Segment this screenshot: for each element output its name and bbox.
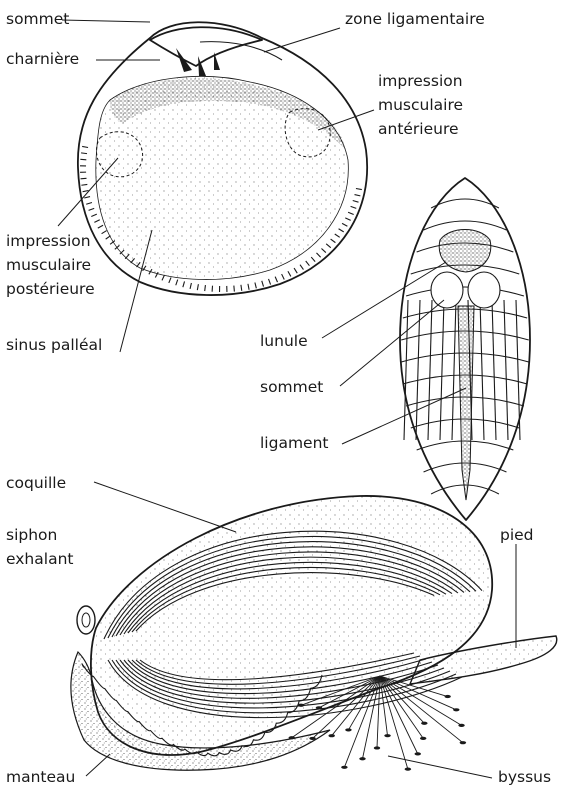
byssus-plaque xyxy=(359,757,365,760)
label-coquille: coquille xyxy=(6,474,66,492)
label-pied: pied xyxy=(500,526,534,544)
byssus-plaque xyxy=(316,706,322,709)
label-sommet-top: sommet xyxy=(6,10,69,28)
byssus-plaque xyxy=(298,704,304,707)
valve-interior-view xyxy=(78,22,367,295)
mussel-side-view xyxy=(71,496,557,771)
rim-tick xyxy=(234,286,235,292)
umbo-right xyxy=(468,272,500,308)
rim-tick xyxy=(205,285,206,291)
byssus-plaque xyxy=(341,766,347,769)
label-manteau: manteau xyxy=(6,768,75,786)
label-lunule: lunule xyxy=(260,332,308,350)
leader-sommet-top xyxy=(62,20,150,22)
leader-byssus xyxy=(388,756,492,778)
label-byssus: byssus xyxy=(498,768,551,786)
label-imp-posterieure-2: musculaire xyxy=(6,256,91,274)
byssus-plaque xyxy=(309,737,315,740)
label-zone-ligamentaire: zone ligamentaire xyxy=(345,10,485,28)
rim-tick xyxy=(81,153,87,154)
byssus-plaque xyxy=(374,746,380,749)
label-imp-anterieure-1: impression xyxy=(378,72,463,90)
label-siphon-1: siphon xyxy=(6,526,57,544)
leader-zone-ligamentaire xyxy=(264,28,340,52)
rim-tick xyxy=(81,178,87,179)
label-siphon-2: exhalant xyxy=(6,550,73,568)
label-imp-posterieure-3: postérieure xyxy=(6,280,95,298)
byssus-plaque xyxy=(415,752,421,755)
byssus-plaque xyxy=(328,734,334,737)
exhalant-siphon xyxy=(77,606,95,634)
shell-dorsal-view xyxy=(400,178,530,520)
byssus-plaque xyxy=(345,728,351,731)
byssus-plaque xyxy=(460,741,466,744)
label-sommet-mid: sommet xyxy=(260,378,323,396)
byssus-plaque xyxy=(458,724,464,727)
leader-manteau xyxy=(86,754,110,776)
byssus-plaque xyxy=(453,708,459,711)
mussel-shell xyxy=(91,496,492,755)
leader-coquille xyxy=(94,482,236,532)
byssus-plaque xyxy=(405,768,411,771)
byssus-plaque xyxy=(444,695,450,698)
byssus-plaque xyxy=(420,737,426,740)
umbo-left xyxy=(431,272,463,308)
label-charniere: charnière xyxy=(6,50,79,68)
label-ligament: ligament xyxy=(260,434,329,452)
label-imp-anterieure-3: antérieure xyxy=(378,120,459,138)
label-imp-anterieure-2: musculaire xyxy=(378,96,463,114)
label-sinus-palleal: sinus palléal xyxy=(6,336,102,354)
byssus-thread xyxy=(380,676,463,743)
label-imp-posterieure-1: impression xyxy=(6,232,91,250)
byssus-plaque xyxy=(289,736,295,739)
byssus-plaque xyxy=(421,722,427,725)
byssus-plaque xyxy=(384,734,390,737)
